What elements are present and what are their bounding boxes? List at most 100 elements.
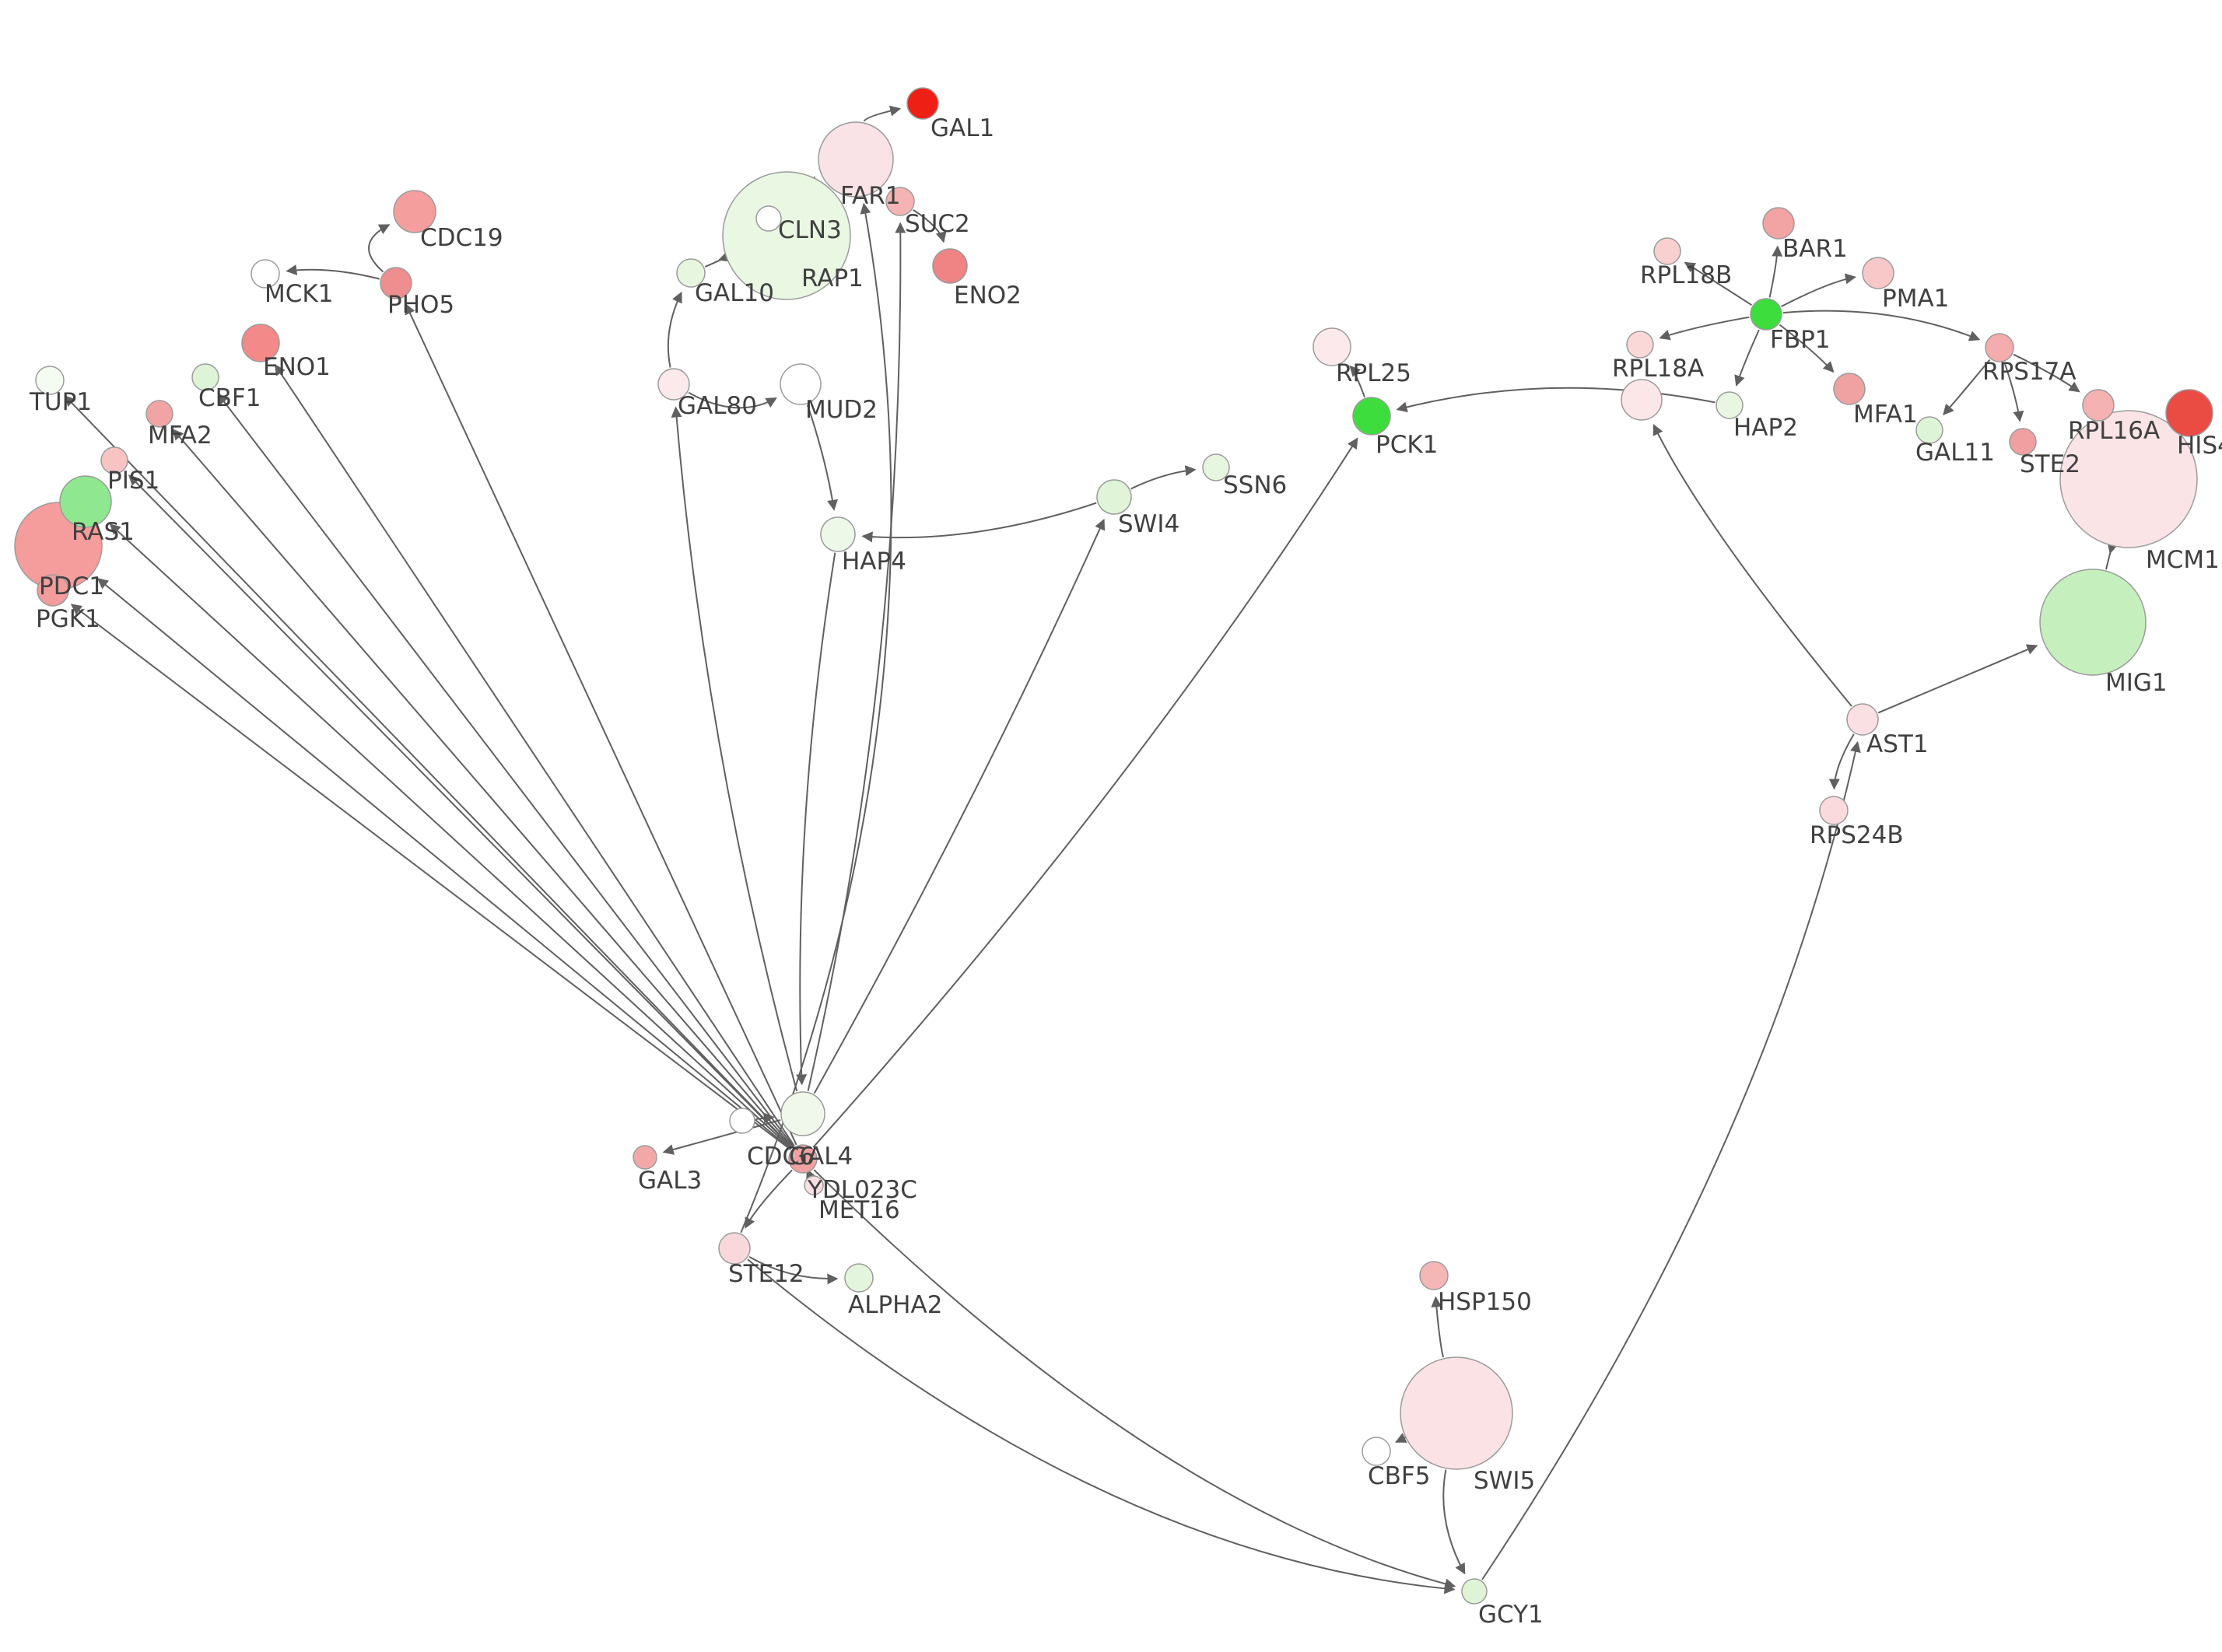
node-ALPHA2[interactable] bbox=[844, 1263, 874, 1293]
node-RAP1[interactable] bbox=[722, 171, 851, 300]
edge-GAL10-RAP1 bbox=[704, 251, 731, 268]
edge-YDL023C-PCK1 bbox=[812, 437, 1358, 1148]
node-PMA1[interactable] bbox=[1862, 257, 1894, 289]
node-PIS1[interactable] bbox=[100, 446, 128, 474]
node-label-PMA1: PMA1 bbox=[1882, 285, 1949, 313]
edge-GAL4-SWI4 bbox=[813, 518, 1106, 1094]
node-RPS17A[interactable] bbox=[1985, 333, 2014, 362]
edge-SWI4-HAP4 bbox=[861, 502, 1097, 543]
edge-GAL4-SUC2 bbox=[807, 222, 906, 1091]
node-label-SUC2: SUC2 bbox=[905, 210, 970, 238]
node-label-MIG1: MIG1 bbox=[2105, 669, 2168, 697]
edge-SWI4-SSN6 bbox=[1130, 465, 1197, 490]
node-label-HSP150: HSP150 bbox=[1438, 1288, 1532, 1316]
node-HAP4[interactable] bbox=[820, 516, 856, 552]
node-CBF1[interactable] bbox=[191, 363, 219, 391]
node-label-GAL3: GAL3 bbox=[638, 1167, 702, 1195]
node-CBF5[interactable] bbox=[1362, 1437, 1391, 1466]
edge-CDC6-GAL4 bbox=[755, 1112, 775, 1124]
edge-AST1-RPS24B bbox=[1828, 733, 1855, 790]
node-label-SSN6: SSN6 bbox=[1223, 471, 1287, 499]
edge-GCY1-AST1 bbox=[1481, 740, 1861, 1580]
node-label-BAR1: BAR1 bbox=[1782, 235, 1848, 263]
edge-RPS17A-GAL11 bbox=[1943, 359, 1991, 415]
node-TUP1[interactable] bbox=[35, 366, 65, 395]
node-label-ALPHA2: ALPHA2 bbox=[848, 1291, 942, 1319]
edge-FBP1-MFA1 bbox=[1779, 324, 1835, 373]
node-GAL3[interactable] bbox=[633, 1145, 657, 1170]
edge-FBP1-RPS17A bbox=[1782, 310, 1981, 341]
node-SWI4[interactable] bbox=[1096, 479, 1132, 515]
node-CDC19[interactable] bbox=[393, 190, 436, 233]
node-label-HAP2: HAP2 bbox=[1733, 414, 1798, 442]
node-MFA2[interactable] bbox=[145, 400, 173, 428]
node-GCY1[interactable] bbox=[1461, 1578, 1488, 1605]
node-ENO1[interactable] bbox=[241, 324, 280, 362]
node-RPS24B[interactable] bbox=[1819, 796, 1849, 825]
node-GAL11[interactable] bbox=[1915, 416, 1943, 444]
edge-STE12-ALPHA2 bbox=[748, 1256, 839, 1285]
node-CLN3[interactable] bbox=[755, 205, 782, 232]
edge-YDL023C-PDC1 bbox=[96, 578, 792, 1150]
node-AST1[interactable] bbox=[1846, 703, 1879, 736]
edge-STE12-FAR1 bbox=[740, 202, 892, 1234]
node-label-GAL1: GAL1 bbox=[931, 114, 994, 142]
node-MUD2[interactable] bbox=[780, 363, 822, 405]
edge-YDL023C-MFA2 bbox=[172, 429, 794, 1148]
node-RPL25[interactable] bbox=[1313, 327, 1351, 366]
node-STE12[interactable] bbox=[718, 1232, 751, 1265]
node-PCK1[interactable] bbox=[1352, 397, 1391, 436]
edge-YDL023C-PHO5 bbox=[405, 303, 797, 1146]
edge-GAL80-MUD2 bbox=[688, 391, 777, 409]
node-MIG1[interactable] bbox=[2039, 569, 2147, 676]
edge-YDL023C-CBF1 bbox=[217, 393, 794, 1147]
node-MCM1[interactable] bbox=[2059, 410, 2198, 548]
node-STE2[interactable] bbox=[2009, 428, 2037, 456]
node-GAL80[interactable] bbox=[657, 368, 690, 401]
node-CDC6[interactable] bbox=[729, 1108, 755, 1134]
node-label-RPL25: RPL25 bbox=[1336, 359, 1411, 387]
node-GAL4[interactable] bbox=[780, 1091, 825, 1136]
node-PHO5[interactable] bbox=[380, 267, 412, 299]
edge-YDL023C-PIS1 bbox=[128, 474, 793, 1149]
node-label-RPL18A: RPL18A bbox=[1612, 355, 1704, 383]
edge-FBP1-RPL18A bbox=[1659, 316, 1750, 341]
node-UNNAMED[interactable] bbox=[1621, 379, 1663, 421]
node-FAR1[interactable] bbox=[818, 121, 894, 198]
node-SUC2[interactable] bbox=[885, 187, 915, 216]
edge-FBP1-HAP2 bbox=[1734, 329, 1760, 387]
node-GAL1[interactable] bbox=[906, 87, 939, 120]
node-RAS1[interactable] bbox=[59, 475, 112, 528]
edge-PCK1-RPL25 bbox=[1349, 365, 1365, 397]
node-FBP1[interactable] bbox=[1750, 298, 1782, 331]
node-BAR1[interactable] bbox=[1762, 207, 1795, 240]
edge-HAP4-GAL4 bbox=[796, 552, 836, 1086]
edge-AST1-MIG1 bbox=[1877, 644, 2038, 714]
node-SWI5[interactable] bbox=[1400, 1356, 1513, 1470]
node-HSP150[interactable] bbox=[1419, 1261, 1449, 1290]
nodes-layer bbox=[14, 87, 2213, 1605]
node-ENO2[interactable] bbox=[932, 248, 968, 284]
node-MCK1[interactable] bbox=[251, 259, 280, 289]
edge-YDL023C-RAS1 bbox=[109, 523, 792, 1150]
node-label-MCM1: MCM1 bbox=[2146, 546, 2220, 574]
node-HAP2[interactable] bbox=[1716, 391, 1744, 419]
node-label-CDC19: CDC19 bbox=[420, 224, 503, 252]
node-MFA1[interactable] bbox=[1833, 373, 1866, 405]
node-HIS4[interactable] bbox=[2165, 389, 2213, 437]
node-YDL023C[interactable] bbox=[788, 1144, 818, 1174]
node-label-MET16: MET16 bbox=[818, 1196, 900, 1224]
node-RPL18A[interactable] bbox=[1626, 331, 1654, 359]
edge-GAL4-GAL80 bbox=[671, 406, 798, 1092]
node-RPL18B[interactable] bbox=[1653, 237, 1681, 265]
node-label-AST1: AST1 bbox=[1866, 730, 1929, 758]
node-GAL10[interactable] bbox=[676, 258, 706, 288]
node-MET16[interactable] bbox=[804, 1175, 824, 1195]
node-RPL16A[interactable] bbox=[2082, 389, 2115, 422]
node-PGK1[interactable] bbox=[37, 574, 69, 607]
edge-GAL80-GAL10 bbox=[667, 291, 682, 368]
node-SSN6[interactable] bbox=[1202, 453, 1230, 481]
node-label-FBP1: FBP1 bbox=[1770, 326, 1831, 354]
